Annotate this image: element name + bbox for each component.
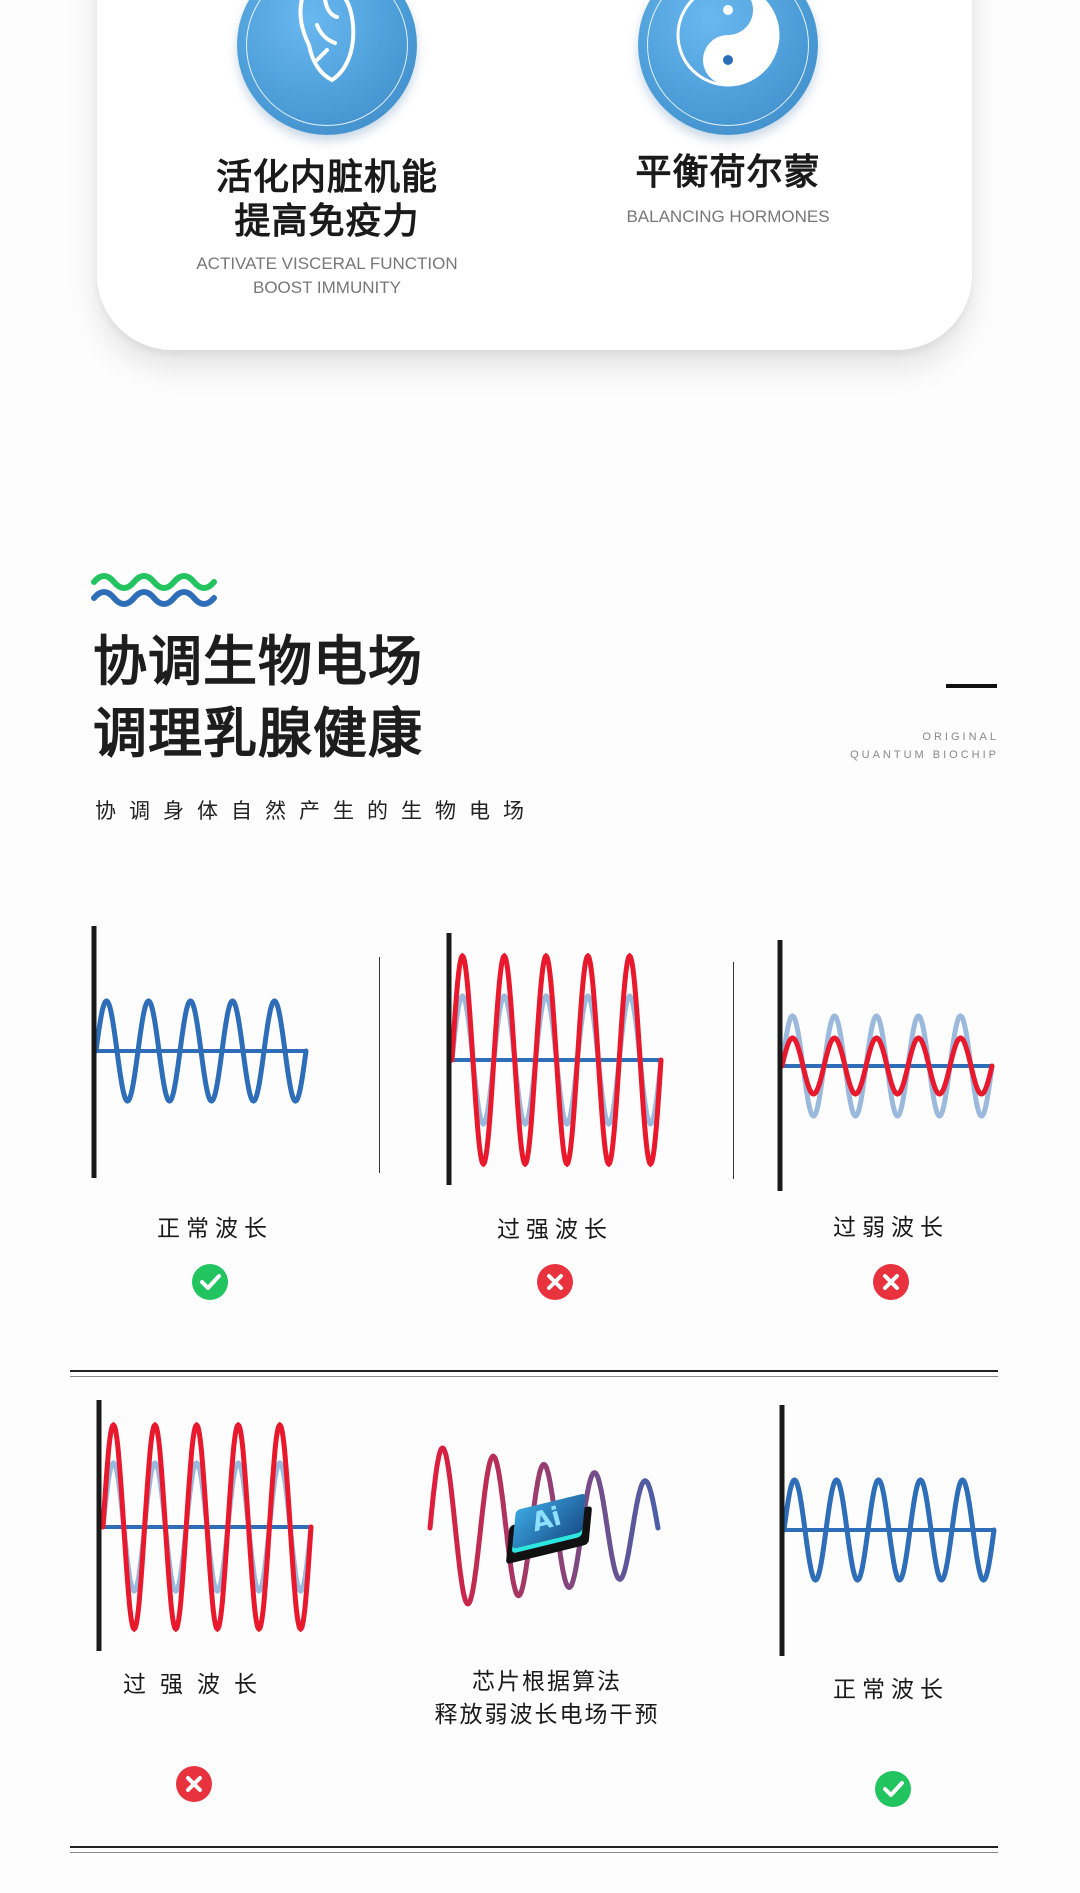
yin-yang-badge [638, 0, 818, 135]
heart-badge [237, 0, 417, 135]
tag-line: ORIGINAL [922, 731, 999, 743]
feature-title: 平衡荷尔蒙 [635, 152, 821, 193]
tag-text: ORIGINAL QUANTUM BIOCHIP [850, 728, 999, 764]
label-normal-2: 正常波长 [833, 1677, 949, 1703]
cross-mark [186, 1776, 202, 1792]
label-strong: 过强波长 [497, 1217, 613, 1243]
row-divider [70, 1370, 998, 1377]
ai-chip-icon: Ai [505, 1493, 593, 1565]
yin-yang-icon [676, 0, 780, 87]
feature-title: 活化内脏机能 [215, 157, 438, 198]
feature-hormones: 平衡荷尔蒙 BALANCING HORMONES [578, 151, 878, 229]
column-divider [379, 957, 380, 1173]
strong-wave [100, 1421, 314, 1633]
section-subtitle: 协调身体自然产生的生物电场 [95, 799, 537, 823]
dash-divider [946, 684, 997, 688]
feature-visceral: 活化内脏机能 提高免疫力 ACTIVATE VISCERAL FUNCTION … [177, 156, 477, 300]
cross-mark [547, 1274, 563, 1290]
intervention-wave [427, 1445, 661, 1607]
section-title: 协调生物电场 调理乳腺健康 [93, 626, 423, 770]
normal-wave [781, 1477, 997, 1583]
caption-line: 芯片根据算法 [472, 1669, 622, 1695]
column-divider [733, 962, 734, 1179]
feature-subtitle: BALANCING HORMONES [626, 207, 830, 226]
check-mark [883, 1781, 904, 1797]
check-icon [875, 1771, 911, 1807]
tag-line: QUANTUM BIOCHIP [850, 749, 999, 761]
check-icon [192, 1264, 228, 1300]
cross-mark [883, 1274, 899, 1290]
label-strong-2: 过强波长 [123, 1672, 271, 1698]
check-mark [200, 1274, 221, 1290]
label-normal: 正常波长 [157, 1216, 273, 1242]
feature-subtitle: ACTIVATE VISCERAL FUNCTION [196, 254, 458, 273]
feature-title: 提高免疫力 [234, 201, 420, 242]
label-weak: 过弱波长 [833, 1215, 949, 1241]
feature-subtitle: BOOST IMMUNITY [253, 278, 401, 297]
heart-icon [298, 0, 356, 83]
weak-wave [779, 1035, 995, 1097]
wave-logo-icon [91, 573, 217, 607]
bottom-divider [70, 1846, 998, 1853]
section-title-line: 调理乳腺健康 [93, 702, 423, 765]
caption-line: 释放弱波长电场干预 [434, 1702, 660, 1728]
strong-wave [449, 952, 664, 1168]
normal-wave [93, 998, 309, 1104]
chip-caption: 芯片根据算法 释放弱波长电场干预 [397, 1666, 697, 1732]
section-title-line: 协调生物电场 [93, 630, 423, 693]
